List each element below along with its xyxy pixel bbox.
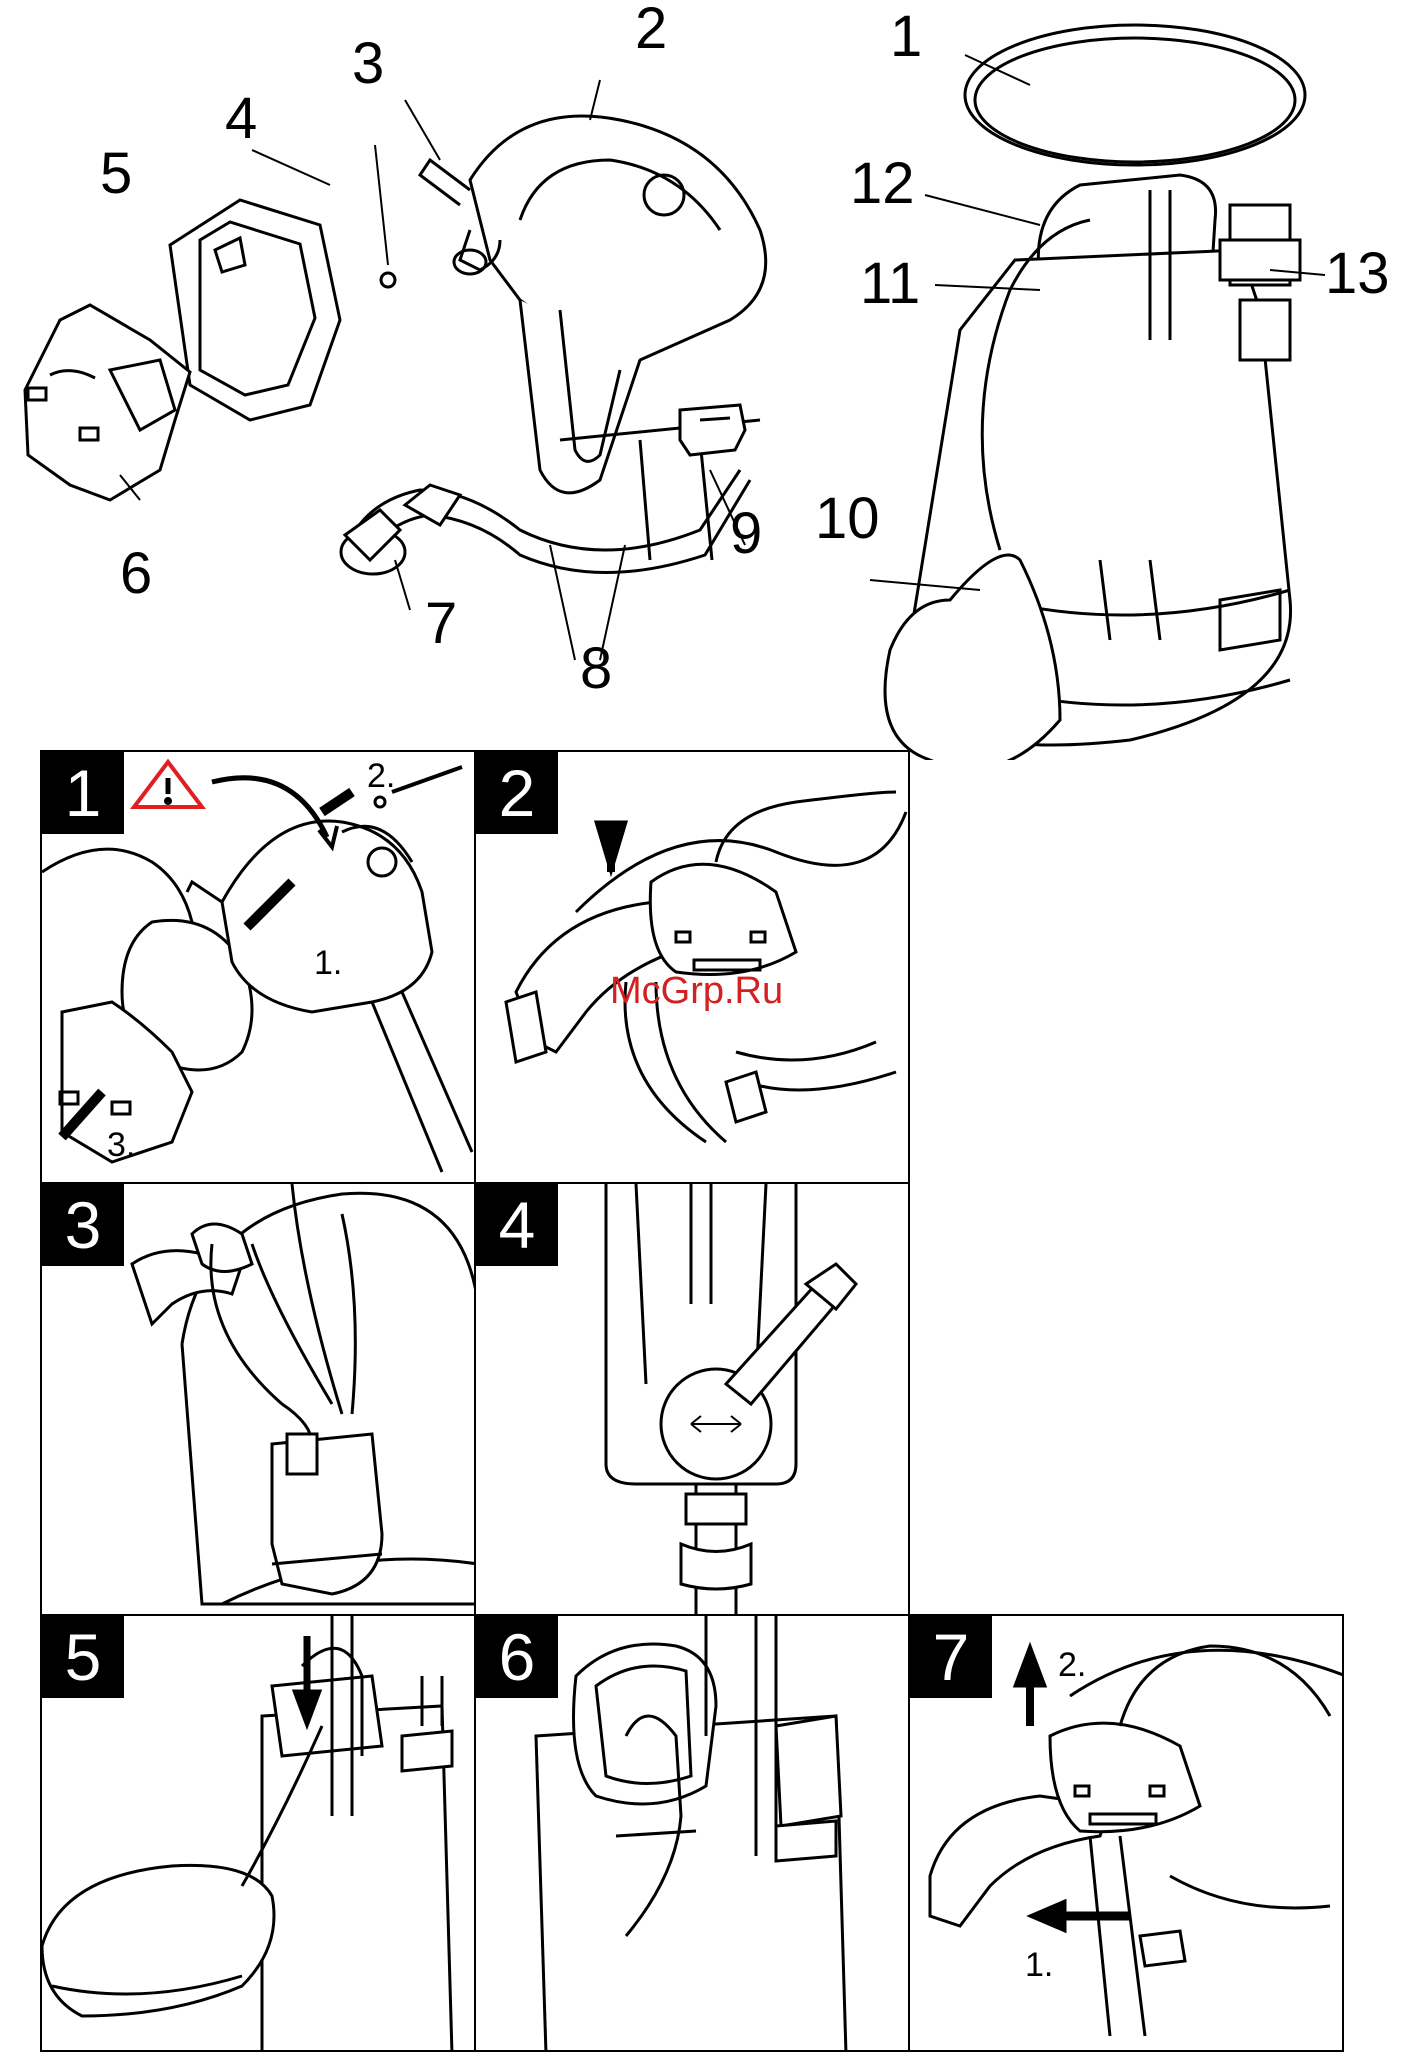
panel-step-2: 2 (474, 750, 910, 1184)
step-2-drawing (476, 752, 910, 1184)
step-7-drawing (910, 1616, 1344, 2052)
callout-2: 2 (635, 0, 667, 58)
panel-step-3: 3 (40, 1182, 476, 1616)
callout-6: 6 (120, 545, 152, 603)
panel-step-5: 5 (40, 1614, 476, 2052)
step-5-drawing (42, 1616, 476, 2052)
hose-clamp-part (680, 405, 745, 455)
step-4-drawing (476, 1184, 910, 1616)
step-7-label-2: 2. (1058, 1646, 1086, 1685)
step-1-drawing (42, 752, 476, 1184)
panel-step-1: 1 1. 2. 3. (40, 750, 476, 1184)
callout-7: 7 (425, 595, 457, 653)
step-7-label-1: 1. (1025, 1946, 1053, 1985)
hose-adapter-part (341, 470, 750, 574)
callout-8: 8 (580, 640, 612, 698)
panel-step-7: 7 1. 2. (908, 1614, 1344, 2052)
switch-cap-part (25, 305, 190, 500)
callout-11: 11 (860, 255, 920, 313)
panel-step-4: 4 (474, 1182, 910, 1616)
step-1-label-1: 1. (314, 944, 342, 983)
callout-13: 13 (1325, 245, 1390, 303)
o-ring-part (381, 273, 395, 287)
watermark-text: McGrp.Ru (610, 970, 783, 1013)
handle-part (420, 116, 766, 560)
callout-10: 10 (815, 490, 880, 548)
panel-step-6: 6 (474, 1614, 910, 2052)
parts-overview-drawing (0, 0, 1404, 760)
callout-3: 3 (352, 35, 384, 93)
step-3-drawing (42, 1184, 476, 1616)
step-1-label-2: 2. (367, 757, 395, 796)
callout-5: 5 (100, 145, 132, 203)
callout-1: 1 (890, 8, 922, 66)
step-1-label-3: 3. (107, 1126, 135, 1165)
step-6-drawing (476, 1616, 910, 2052)
pump-overview (885, 25, 1305, 760)
callout-12: 12 (850, 155, 915, 213)
callout-9: 9 (730, 505, 762, 563)
callout-4: 4 (225, 90, 257, 148)
cover-bracket-part (170, 200, 340, 420)
